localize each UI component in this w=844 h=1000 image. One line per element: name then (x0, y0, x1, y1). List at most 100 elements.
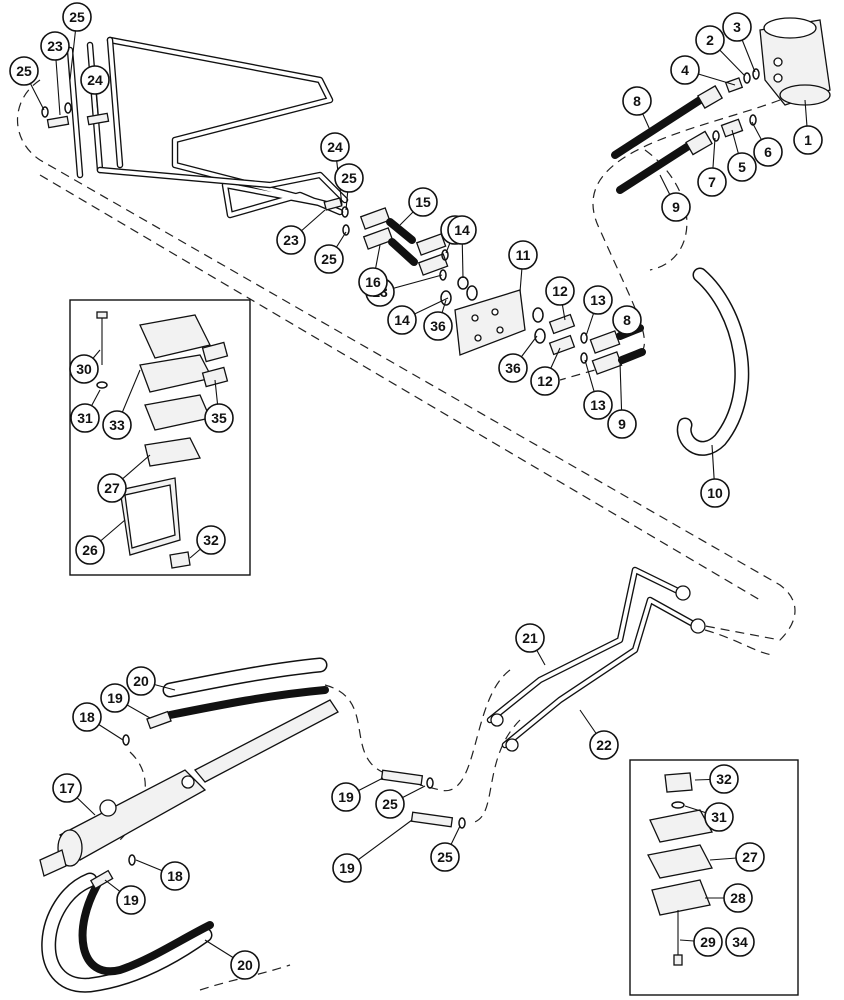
callout-circle (583, 390, 613, 420)
callout-circle (314, 244, 344, 274)
callout-number: 2 (706, 32, 714, 48)
callout-20: 20 (126, 666, 176, 696)
callout-12: 12 (545, 276, 575, 321)
callout-circle (508, 240, 538, 270)
callout-number: 11 (516, 247, 531, 263)
callout-32: 32 (189, 525, 226, 559)
callout-number: 19 (338, 789, 354, 805)
callout-number: 25 (321, 251, 337, 267)
callout-number: 14 (394, 312, 410, 328)
callout-25: 25 (314, 231, 347, 274)
callout-12: 12 (530, 347, 561, 396)
callout-number: 25 (16, 63, 32, 79)
callout-circle (204, 403, 234, 433)
callout-number: 24 (87, 72, 103, 88)
lower-hoses-20 (41, 657, 329, 993)
callout-number: 23 (283, 232, 299, 248)
callout-circle (697, 167, 727, 197)
callout-circle (695, 25, 725, 55)
callout-number: 5 (738, 159, 746, 175)
callout-22: 22 (579, 709, 619, 760)
callout-25: 25 (334, 163, 364, 211)
callout-number: 30 (76, 361, 92, 377)
callout-10: 10 (700, 444, 730, 508)
callout-circle (9, 56, 39, 86)
callout-11: 11 (508, 240, 538, 293)
callout-circle (709, 764, 739, 794)
callout-circle (331, 782, 361, 812)
callout-32: 32 (694, 764, 739, 794)
callout-9: 9 (607, 361, 637, 439)
callout-35: 35 (204, 379, 234, 433)
callout-circle (530, 366, 560, 396)
callout-circle (320, 132, 350, 162)
callout-number: 1 (804, 132, 812, 148)
callout-number: 25 (69, 9, 85, 25)
callout-number: 18 (167, 868, 183, 884)
callout-circle (102, 410, 132, 440)
callout-17: 17 (52, 773, 96, 816)
callout-number: 25 (437, 849, 453, 865)
callout-36: 36 (498, 335, 538, 383)
callout-number: 26 (82, 542, 98, 558)
callout-5: 5 (727, 129, 757, 182)
callout-circle (722, 12, 752, 42)
callout-number: 19 (123, 892, 139, 908)
callout-25: 25 (62, 2, 92, 81)
callout-circle (408, 187, 438, 217)
callout-24: 24 (320, 132, 350, 206)
callout-number: 15 (415, 194, 431, 210)
callout-24: 24 (80, 65, 110, 116)
callout-28: 28 (705, 883, 753, 913)
callout-number: 36 (505, 360, 521, 376)
callout-19: 19 (104, 879, 146, 915)
callout-labels: 1234567891011121213131313141415168936362… (9, 2, 823, 980)
callout-19: 19 (100, 683, 151, 719)
callout-number: 21 (522, 630, 538, 646)
callout-3: 3 (722, 12, 756, 73)
callout-29: 29 (679, 927, 723, 957)
center-fittings (323, 197, 646, 375)
callout-1: 1 (793, 99, 823, 155)
callout-circle (793, 125, 823, 155)
callout-number: 25 (382, 796, 398, 812)
hoses-8-9-upper (611, 85, 724, 194)
callout-circle (97, 473, 127, 503)
callout-36: 36 (423, 299, 453, 341)
callout-34: 34 (725, 927, 755, 957)
callout-number: 25 (341, 170, 357, 186)
callout-27: 27 (709, 842, 765, 872)
callout-number: 20 (237, 957, 253, 973)
callout-circle (75, 535, 105, 565)
callout-26: 26 (75, 519, 126, 565)
callout-number: 9 (618, 416, 626, 432)
callout-number: 32 (716, 771, 732, 787)
callout-19: 19 (332, 819, 413, 883)
callout-circle (40, 31, 70, 61)
callout-circle (230, 950, 260, 980)
right-inset-clamp-parts (629, 759, 799, 996)
callout-6: 6 (751, 121, 783, 167)
callout-circle (52, 773, 82, 803)
callout-number: 19 (339, 860, 355, 876)
callout-number: 8 (623, 312, 631, 328)
callout-number: 12 (552, 283, 568, 299)
callout-circle (116, 885, 146, 915)
steering-pump-valve (759, 17, 831, 106)
lower-fittings (89, 710, 466, 890)
callout-number: 14 (454, 222, 470, 238)
callout-circle (727, 152, 757, 182)
callout-circle (80, 65, 110, 95)
steel-tubes-21-22 (486, 566, 706, 752)
callout-number: 20 (133, 673, 149, 689)
callout-15: 15 (399, 187, 438, 226)
callout-circle (589, 730, 619, 760)
callout-circle (693, 927, 723, 957)
callout-31: 31 (684, 802, 734, 832)
callout-number: 12 (537, 373, 553, 389)
callout-number: 6 (764, 144, 772, 160)
callout-31: 31 (70, 389, 101, 433)
callout-circle (612, 305, 642, 335)
callout-16: 16 (358, 244, 388, 297)
